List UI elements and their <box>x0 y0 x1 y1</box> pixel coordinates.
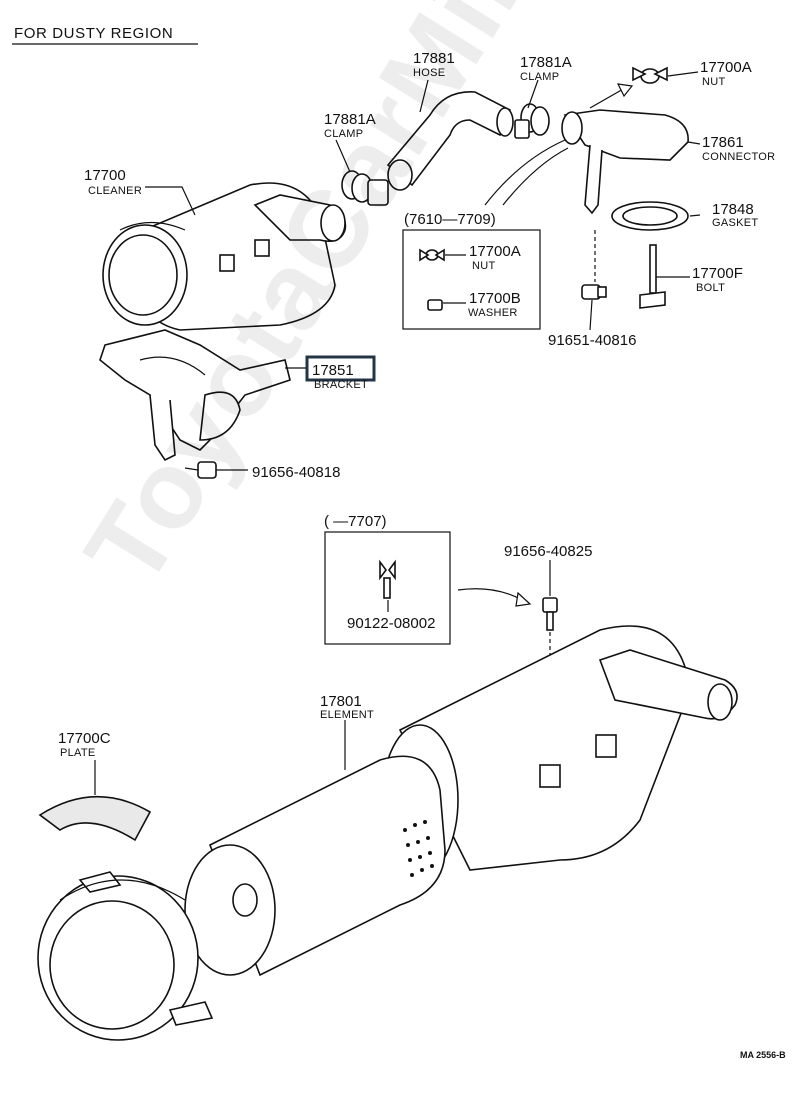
svg-text:17881: 17881 <box>413 50 455 67</box>
svg-text:BRACKET: BRACKET <box>314 379 368 391</box>
header-title: FOR DUSTY REGION <box>14 25 173 42</box>
callout-bolt-91656-40818: 91656-40818 <box>252 464 340 481</box>
variant-box-upper <box>402 229 541 330</box>
callout-element: 17801 ELEMENT <box>320 693 374 721</box>
clamp-top-part[interactable] <box>514 103 550 139</box>
callout-cleaner: 17700 CLEANER <box>84 167 142 197</box>
callout-plate: 17700C PLATE <box>58 730 111 759</box>
clamp-left-part[interactable] <box>341 170 389 206</box>
callout-bolt-91656-40825: 91656-40825 <box>504 543 592 560</box>
callout-bracket: 17851 BRACKET <box>312 362 368 391</box>
svg-text:17700C: 17700C <box>58 730 111 747</box>
bolt-91651-40816-part[interactable] <box>581 284 607 300</box>
callout-lower-box-range: ( —7707) <box>324 513 387 530</box>
svg-text:CLAMP: CLAMP <box>324 128 363 140</box>
plate-part[interactable] <box>38 795 152 842</box>
svg-text:91656-40825: 91656-40825 <box>504 543 592 560</box>
svg-text:17700A: 17700A <box>700 59 752 76</box>
svg-text:GASKET: GASKET <box>712 217 758 229</box>
svg-text:91651-40816: 91651-40816 <box>548 332 636 349</box>
connector-part[interactable] <box>561 109 689 215</box>
bracket-part[interactable] <box>99 329 291 462</box>
svg-text:( —7707): ( —7707) <box>324 513 387 530</box>
direction-arrow-lower <box>457 588 532 607</box>
svg-text:17700F: 17700F <box>692 265 743 282</box>
callout-nut-top: 17700A NUT <box>700 59 752 88</box>
svg-text:NUT: NUT <box>702 76 726 88</box>
callout-bolt-17700F: 17700F BOLT <box>692 265 743 294</box>
callout-washer-box: 17700B WASHER <box>468 290 521 319</box>
callout-clamp-left: 17881A CLAMP <box>324 111 376 140</box>
svg-text:17861: 17861 <box>702 134 744 151</box>
bolt-17700F-part[interactable] <box>639 244 666 309</box>
svg-text:PLATE: PLATE <box>60 747 96 759</box>
svg-text:CONNECTOR: CONNECTOR <box>702 151 775 163</box>
svg-text:CLEANER: CLEANER <box>88 185 142 197</box>
svg-text:WASHER: WASHER <box>468 307 518 319</box>
svg-text:17851: 17851 <box>312 362 354 379</box>
svg-text:(7610—7709): (7610—7709) <box>404 211 496 228</box>
hose-part[interactable] <box>386 91 514 191</box>
svg-text:BOLT: BOLT <box>696 282 725 294</box>
svg-text:17881A: 17881A <box>520 54 572 71</box>
svg-text:17881A: 17881A <box>324 111 376 128</box>
bolt-91656-40825-part[interactable] <box>542 597 558 631</box>
callout-hose: 17881 HOSE <box>413 50 455 79</box>
callout-screw-box: 90122-08002 <box>347 615 435 632</box>
wing-nut-top-part[interactable] <box>632 66 668 84</box>
svg-text:17700A: 17700A <box>469 243 521 260</box>
callout-connector: 17861 CONNECTOR <box>702 134 775 163</box>
highlight-box[interactable] <box>305 355 376 382</box>
leader-sweep <box>484 139 566 206</box>
svg-text:17801: 17801 <box>320 693 362 710</box>
air-cleaner-assembly[interactable] <box>102 182 347 331</box>
drawing-code: MA 2556-B <box>740 1050 786 1060</box>
leader-lines <box>94 71 701 795</box>
svg-text:17848: 17848 <box>712 201 754 218</box>
gasket-part[interactable] <box>611 201 689 231</box>
callout-bolt-91651: 91651-40816 <box>548 332 636 349</box>
svg-text:NUT: NUT <box>472 260 496 272</box>
callout-upper-box-range: (7610—7709) <box>404 211 496 228</box>
callout-nut-box: 17700A NUT <box>469 243 521 272</box>
svg-text:90122-08002: 90122-08002 <box>347 615 435 632</box>
callout-gasket: 17848 GASKET <box>712 201 758 229</box>
element-part[interactable] <box>184 755 446 977</box>
callout-clamp-top: 17881A CLAMP <box>520 54 572 83</box>
variant-box-lower <box>324 531 451 645</box>
direction-arrow-top <box>589 83 634 109</box>
svg-text:17700B: 17700B <box>469 290 521 307</box>
svg-text:17700: 17700 <box>84 167 126 184</box>
svg-text:ELEMENT: ELEMENT <box>320 709 374 721</box>
end-cap-lower[interactable] <box>37 871 214 1041</box>
svg-text:CLAMP: CLAMP <box>520 71 559 83</box>
svg-text:HOSE: HOSE <box>413 67 445 79</box>
svg-text:91656-40818: 91656-40818 <box>252 464 340 481</box>
